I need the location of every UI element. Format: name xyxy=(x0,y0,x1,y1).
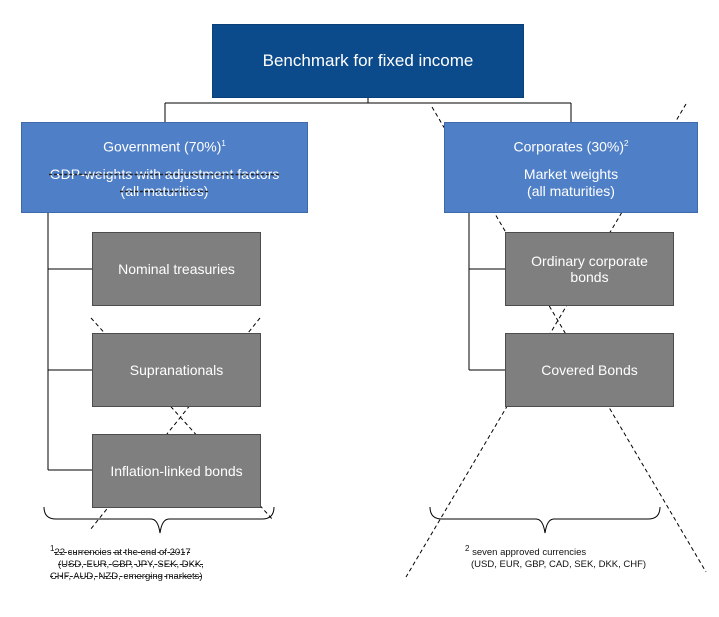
left-footnote-line-1: 122 currencies at the end of 2017 xyxy=(50,544,191,559)
government-weighting: GDP-weights with adjustment factors xyxy=(49,165,280,182)
left-footnote: 122 currencies at the end of 2017 (USD, … xyxy=(50,543,260,583)
right-brace xyxy=(429,506,661,534)
ordinary-corporate-bonds-label: Ordinary corporate bonds xyxy=(531,253,648,285)
nominal-treasuries-box: Nominal treasuries xyxy=(92,232,261,306)
benchmark-title: Benchmark for fixed income xyxy=(262,51,474,70)
ordinary-corporate-bonds-box: Ordinary corporate bonds xyxy=(505,232,674,306)
government-title-line: Government (70%)1 xyxy=(103,135,226,156)
government-footnote-marker: 1 xyxy=(221,139,226,149)
covered-bonds-box: Covered Bonds xyxy=(505,333,674,407)
right-footnote-line-2: (USD, EUR, GBP, CAD, SEK, DKK, CHF) xyxy=(471,559,647,571)
supranationals-label: Supranationals xyxy=(129,362,224,378)
government-title: Government (70%) xyxy=(103,138,222,155)
left-footnote-marker: 1 xyxy=(50,544,55,553)
corporates-box: Corporates (30%)2 Market weights (all ma… xyxy=(444,122,698,213)
government-maturities: (all maturities) xyxy=(120,182,209,199)
corporates-maturities: (all maturities) xyxy=(527,182,615,199)
covered-bonds-label: Covered Bonds xyxy=(541,362,638,378)
left-brace xyxy=(43,506,275,534)
right-footnote-line-1: 2 seven approved currencies xyxy=(465,544,587,559)
corporates-title: Corporates (30%) xyxy=(513,138,625,155)
left-footnote-line-3: CHF, AUD, NZD, emerging markets) xyxy=(50,571,203,583)
corporates-weighting: Market weights xyxy=(523,165,619,182)
right-footnote-marker: 2 xyxy=(465,544,470,553)
nominal-treasuries-label: Nominal treasuries xyxy=(118,261,235,277)
supranationals-box: Supranationals xyxy=(92,333,261,407)
benchmark-box: Benchmark for fixed income xyxy=(212,24,524,98)
left-footnote-line-2: (USD, EUR, GBP, JPY, SEK, DKK, xyxy=(58,559,204,571)
corporates-title-line: Corporates (30%)2 xyxy=(514,135,629,156)
right-footnote: 2 seven approved currencies (USD, EUR, G… xyxy=(465,543,705,571)
inflation-linked-bonds-box: Inflation-linked bonds xyxy=(92,434,261,508)
corporates-footnote-marker: 2 xyxy=(624,139,629,149)
inflation-linked-bonds-label: Inflation-linked bonds xyxy=(110,463,243,479)
government-box: Government (70%)1 GDP-weights with adjus… xyxy=(21,122,308,213)
